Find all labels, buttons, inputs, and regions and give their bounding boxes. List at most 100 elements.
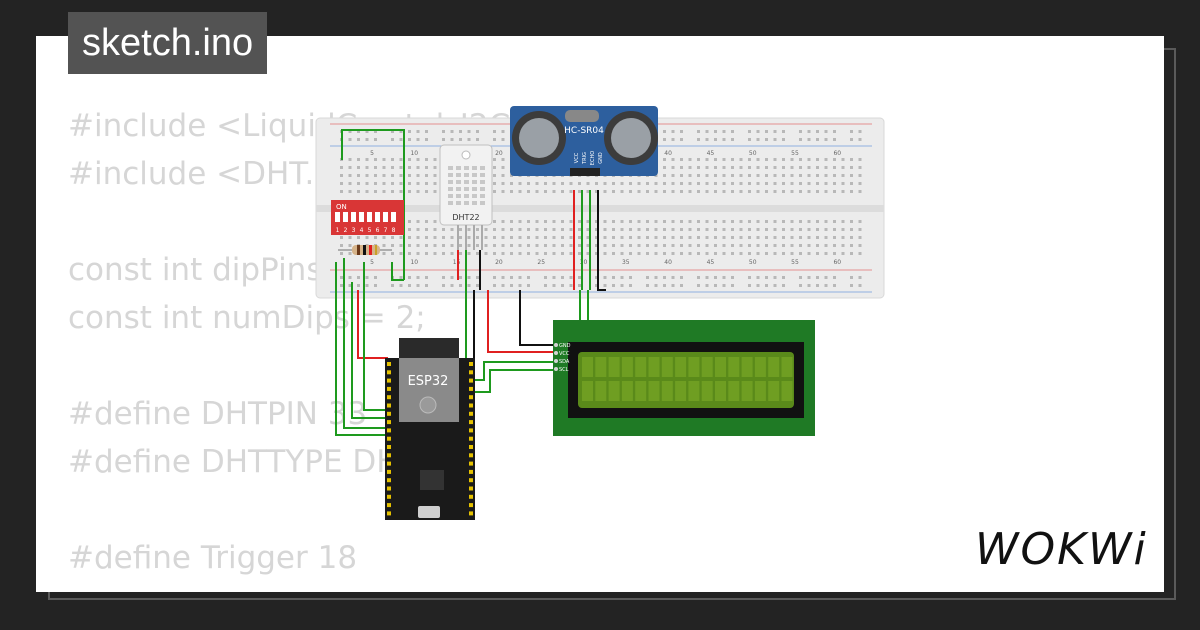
breadboard-hole [493, 276, 496, 279]
breadboard-hole [408, 244, 411, 247]
breadboard-hole [348, 174, 352, 177]
breadboard-hole [858, 130, 862, 133]
breadboard-hole [603, 252, 607, 255]
breadboard-hole [535, 244, 539, 247]
dip-key[interactable] [367, 212, 372, 222]
code-line: const int dipPins [68, 252, 323, 288]
breadboard-hole [544, 190, 547, 193]
lcd-cell [741, 357, 753, 377]
esp32-pin [387, 378, 391, 383]
sketch-title: sketch.ino [68, 12, 268, 74]
dht-vent [472, 180, 477, 184]
esp32-board[interactable]: ESP32 [385, 338, 475, 520]
breadboard-hole [595, 252, 598, 255]
breadboard-hole [348, 138, 352, 141]
breadboard-hole [629, 220, 632, 223]
breadboard-hole [348, 244, 352, 247]
dip-key[interactable] [335, 212, 340, 222]
dht-vent [456, 180, 461, 184]
breadboard-hole [654, 276, 658, 279]
breadboard-hole [799, 228, 802, 231]
breadboard-hole [705, 252, 709, 255]
breadboard-hole [688, 166, 692, 169]
dip-key[interactable] [391, 212, 396, 222]
breadboard-hole [637, 228, 641, 231]
breadboard-hole [629, 284, 632, 287]
breadboard-hole [646, 190, 649, 193]
breadboard-hole [850, 182, 853, 185]
dht22-sensor[interactable]: DHT22 [439, 144, 493, 250]
esp32-pin [387, 420, 391, 425]
lcd-pin [554, 351, 558, 355]
breadboard-hole [391, 138, 394, 141]
breadboard-hole [739, 220, 743, 223]
breadboard-hole [748, 130, 751, 133]
column-number: 55 [791, 150, 799, 157]
breadboard-hole [850, 284, 853, 287]
breadboard-hole [433, 220, 437, 223]
dip-key[interactable] [359, 212, 364, 222]
breadboard-hole [671, 174, 675, 177]
breadboard-hole [484, 244, 488, 247]
breadboard-hole [833, 236, 836, 239]
resistor [338, 245, 392, 255]
dht-vent [472, 166, 477, 170]
lcd-cell [715, 381, 726, 401]
breadboard-hole [833, 228, 836, 231]
breadboard-hole [416, 166, 420, 169]
breadboard-hole [620, 284, 624, 287]
breadboard-hole [714, 236, 717, 239]
breadboard-hole [416, 158, 420, 161]
breadboard-hole [799, 166, 802, 169]
esp32-pin [387, 386, 391, 391]
breadboard-hole [646, 220, 649, 223]
dip-key[interactable] [351, 212, 356, 222]
breadboard-hole [348, 236, 352, 239]
esp32-pin [469, 469, 473, 474]
breadboard-hole [765, 182, 768, 185]
dht-vent [456, 173, 461, 177]
breadboard-hole [748, 182, 751, 185]
dip-key[interactable] [343, 212, 348, 222]
dip-key[interactable] [383, 212, 388, 222]
breadboard-hole [654, 284, 658, 287]
breadboard-hole [510, 252, 513, 255]
breadboard-hole [654, 236, 658, 239]
breadboard-hole [765, 252, 768, 255]
breadboard-hole [374, 182, 377, 185]
breadboard-hole [527, 284, 530, 287]
breadboard-hole [705, 166, 709, 169]
breadboard-hole [399, 182, 403, 185]
breadboard-hole [705, 276, 709, 279]
breadboard-hole [680, 130, 683, 133]
dip-key[interactable] [375, 212, 380, 222]
breadboard-hole [680, 220, 683, 223]
breadboard-hole [612, 276, 615, 279]
dht-vent [480, 194, 485, 198]
breadboard-hole [467, 284, 471, 287]
breadboard-hole [858, 284, 862, 287]
breadboard-hole [680, 166, 683, 169]
column-number: 30 [580, 259, 588, 266]
breadboard-hole [484, 252, 488, 255]
breadboard-hole [501, 276, 505, 279]
breadboard-hole [459, 244, 462, 247]
breadboard-hole [365, 158, 369, 161]
esp32-pin [469, 386, 473, 391]
breadboard-hole [544, 284, 547, 287]
dip-switch-keys [335, 212, 396, 222]
esp32-pin [387, 503, 391, 508]
dht-vent [448, 166, 453, 170]
breadboard-hole [603, 228, 607, 231]
breadboard-hole [739, 182, 743, 185]
breadboard-hole [748, 174, 751, 177]
breadboard-hole [391, 130, 394, 133]
breadboard-hole [527, 236, 530, 239]
breadboard-hole [714, 276, 717, 279]
breadboard-hole [697, 244, 700, 247]
esp32-pin [469, 436, 473, 441]
breadboard-hole [629, 228, 632, 231]
